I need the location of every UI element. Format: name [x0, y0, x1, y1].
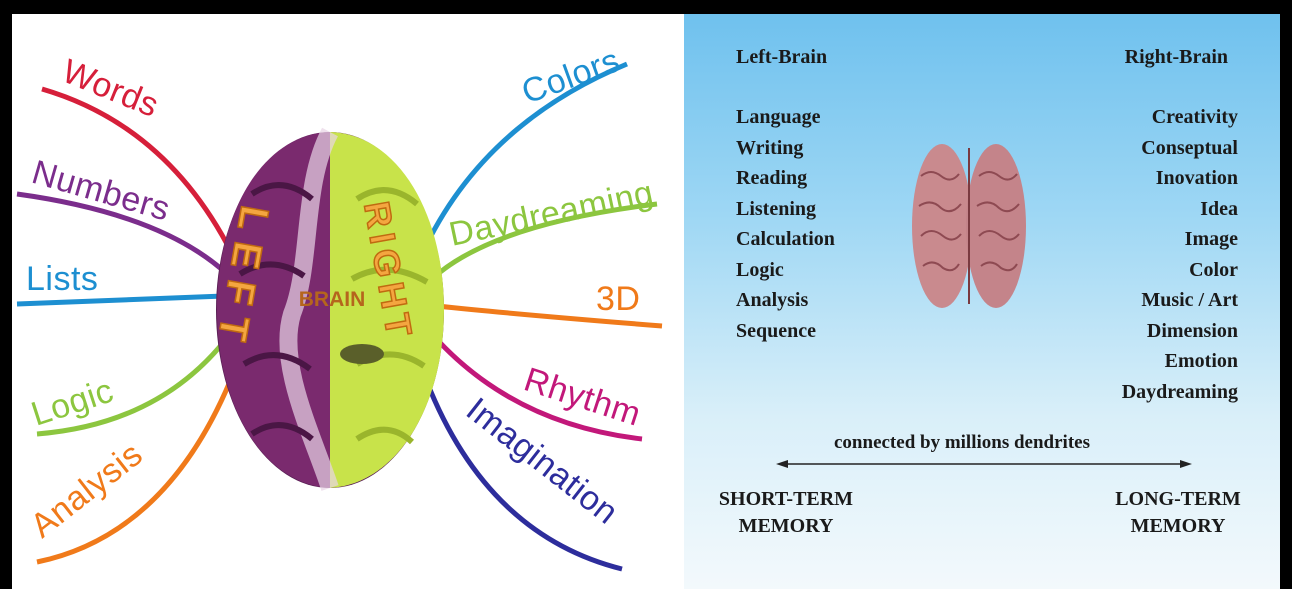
branch-line-words	[41, 86, 230, 246]
right-item: Emotion	[1164, 350, 1238, 372]
left-item: Analysis	[736, 289, 809, 311]
branch-label-daydreaming: Daydreaming	[446, 173, 657, 253]
center-label-brain: BRAIN	[299, 288, 366, 311]
branch-label-lists: Lists	[26, 260, 98, 298]
long-term-line-2: MEMORY	[1130, 515, 1226, 537]
branch-line-numbers	[16, 191, 229, 276]
branch-label-3d: 3D	[596, 280, 640, 318]
branch-line-rhythm	[430, 332, 643, 442]
brain-comparison-panel: Left-Brain Right-Brain Language Writing …	[684, 14, 1280, 589]
brain-top-view-image	[912, 144, 1026, 308]
branch-label-rhythm: Rhythm	[520, 360, 646, 433]
left-item: Calculation	[736, 228, 835, 250]
right-item: Dimension	[1146, 319, 1238, 342]
brain-mind-map: BRAIN LEFT RIGHT Words Numbers Lists Log…	[12, 14, 684, 589]
branch-line-lists	[16, 293, 225, 307]
right-item: Creativity	[1151, 106, 1238, 128]
right-item: Conseptual	[1141, 136, 1238, 159]
branch-label-logic: Logic	[27, 372, 118, 434]
long-term-memory-label: LONG-TERM MEMORY	[1098, 486, 1258, 540]
long-term-line-1: LONG-TERM	[1115, 488, 1241, 510]
right-item: Daydreaming	[1121, 380, 1238, 403]
connector-caption: connected by millions dendrites	[834, 432, 1090, 453]
branch-line-colors	[419, 61, 628, 256]
brain-illustration	[216, 127, 444, 491]
image-frame: BRAIN LEFT RIGHT Words Numbers Lists Log…	[12, 14, 1280, 589]
left-brain-list: Language Writing Reading Listening Calcu…	[736, 102, 835, 346]
branch-line-logic	[36, 332, 232, 437]
branch-label-analysis: Analysis	[24, 435, 150, 545]
left-item: Logic	[736, 258, 784, 281]
left-item: Listening	[736, 197, 817, 220]
branch-label-colors: Colors	[517, 41, 625, 111]
branch-label-words: Words	[57, 52, 164, 125]
short-term-memory-label: SHORT-TERM MEMORY	[706, 486, 866, 540]
branch-line-imagination	[419, 368, 623, 572]
right-brain-list: Creativity Conseptual Inovation Idea Ima…	[1122, 102, 1238, 407]
right-item: Music / Art	[1141, 289, 1238, 311]
right-brain-title: Right-Brain	[1124, 46, 1228, 68]
branch-line-analysis	[36, 363, 240, 565]
left-item: Reading	[736, 167, 808, 189]
left-brain-title: Left-Brain	[736, 46, 828, 68]
branch-label-numbers: Numbers	[28, 153, 174, 229]
right-item: Color	[1189, 258, 1238, 281]
branch-line-daydreaming	[430, 201, 658, 281]
double-arrow-icon	[776, 460, 1192, 468]
short-term-line-2: MEMORY	[738, 515, 834, 537]
left-item: Language	[736, 106, 821, 128]
right-item: Image	[1184, 228, 1238, 250]
left-item: Sequence	[736, 319, 816, 342]
short-term-line-1: SHORT-TERM	[718, 488, 854, 510]
left-item: Writing	[736, 136, 804, 159]
right-item: Inovation	[1155, 167, 1238, 189]
mind-map-svg: BRAIN LEFT RIGHT Words Numbers Lists Log…	[16, 41, 663, 572]
branch-line-3d	[436, 303, 663, 329]
right-item: Idea	[1200, 197, 1238, 220]
